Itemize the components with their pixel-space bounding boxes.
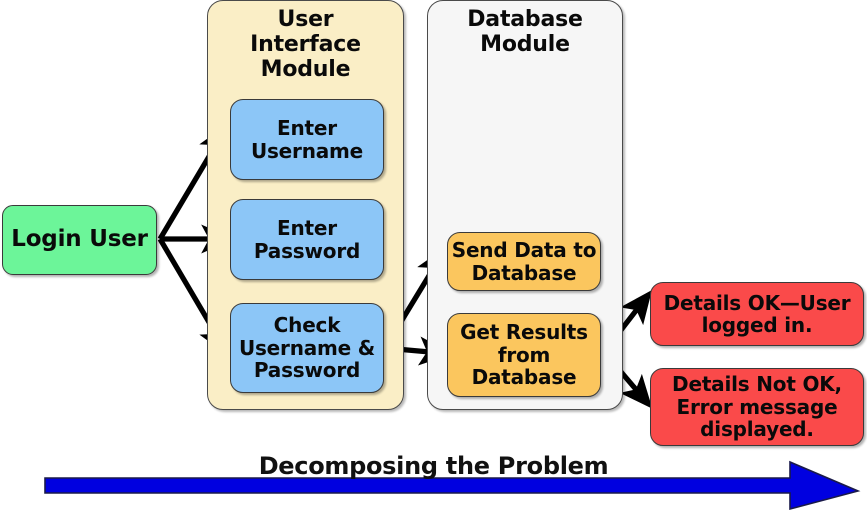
node-enter-password[interactable]: Enter Password <box>230 199 384 280</box>
node-check-username-password[interactable]: Check Username & Password <box>230 303 384 393</box>
node-outcome-success[interactable]: Details OK—User logged in. <box>650 282 864 346</box>
module-user-interface-title: User Interface Module <box>250 7 361 83</box>
node-enter-username[interactable]: Enter Username <box>230 99 384 180</box>
node-outcome-failure[interactable]: Details Not OK, Error message displayed. <box>650 368 864 446</box>
node-send-data-to-database[interactable]: Send Data to Database <box>447 232 601 291</box>
diagram-caption: Decomposing the Problem <box>258 452 609 480</box>
node-get-results-from-database[interactable]: Get Results from Database <box>447 313 601 397</box>
node-login-user[interactable]: Login User <box>2 205 157 275</box>
module-database-title: Database Module <box>467 7 583 58</box>
